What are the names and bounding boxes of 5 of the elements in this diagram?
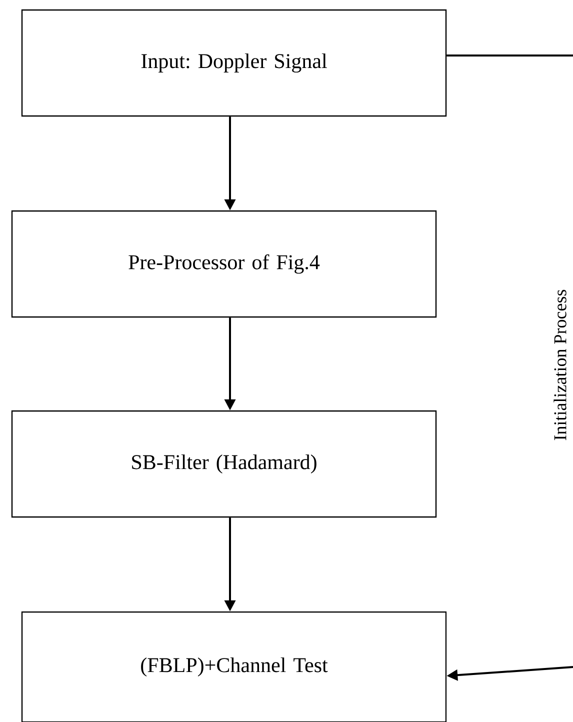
process-box: SB-Filter (Hadamard) <box>11 410 437 518</box>
process-box: Pre-Processor of Fig.4 <box>11 210 437 318</box>
process-box: (FBLP)+Channel Test <box>21 611 447 722</box>
side-label: Initialization Process <box>554 290 566 440</box>
process-box: Input: Doppler Signal <box>21 9 447 117</box>
